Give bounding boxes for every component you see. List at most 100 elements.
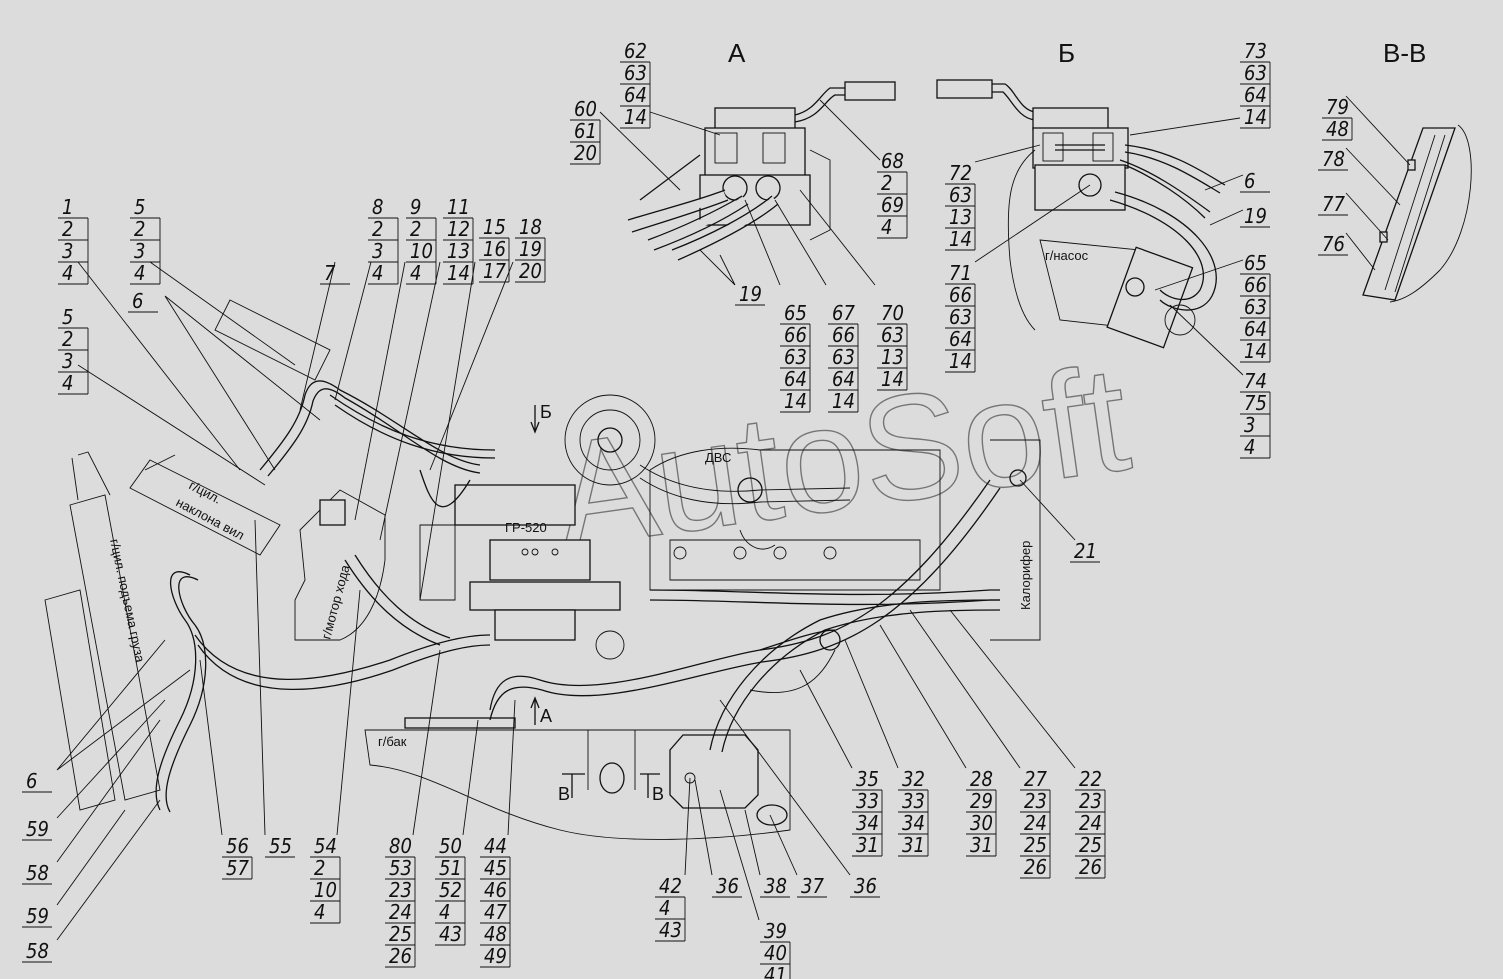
- callout-number: 4: [62, 371, 73, 395]
- callout-number: 2: [134, 217, 145, 241]
- callout-number: 14: [949, 227, 972, 251]
- callout-number: 2: [372, 217, 383, 241]
- callout-number: 68: [881, 149, 904, 173]
- callout-number: 48: [1326, 117, 1349, 141]
- callout-number: 39: [764, 919, 787, 943]
- callout-number: 50: [439, 834, 462, 858]
- callout-number: 13: [447, 239, 470, 263]
- callout-number: 3: [134, 239, 145, 263]
- callout-number: 3: [62, 349, 73, 373]
- label-pump: г/насос: [1045, 248, 1089, 263]
- callout-c7: 7: [320, 261, 350, 285]
- callout-number: 9: [410, 195, 421, 219]
- callout-number: 58: [26, 861, 49, 885]
- drain-plug: [756, 804, 788, 826]
- callout-number: 34: [902, 811, 925, 835]
- callout-c19a: 19: [735, 282, 765, 306]
- callout-number: 14: [949, 349, 972, 373]
- callout-number: 34: [856, 811, 879, 835]
- callout-number: 3: [62, 239, 73, 263]
- callout-number: 45: [484, 856, 507, 880]
- view-a: А: [627, 38, 896, 261]
- callout-number: 20: [574, 141, 597, 165]
- callout-number: 63: [624, 61, 647, 85]
- callout-number: 64: [784, 367, 807, 391]
- callout-number: 20: [519, 259, 542, 283]
- callout-number: 69: [881, 193, 904, 217]
- callout-number: 30: [970, 811, 993, 835]
- callout-number: 58: [26, 939, 49, 963]
- label-engine: ДВС: [705, 450, 731, 465]
- callout-number: 32: [902, 767, 925, 791]
- callout-number: 63: [1244, 61, 1267, 85]
- callout-number: 52: [439, 878, 462, 902]
- label-heater: Калорифер: [1018, 541, 1033, 610]
- callout-number: 13: [949, 205, 972, 229]
- callout-number: 66: [784, 323, 807, 347]
- callout-number: 47: [484, 900, 507, 924]
- callout-number: 42: [659, 874, 682, 898]
- callout-number: 14: [881, 367, 904, 391]
- callout-number: 4: [314, 900, 325, 924]
- engine-pulley: [597, 427, 623, 453]
- callout-number: 76: [1322, 232, 1345, 256]
- callout-number: 24: [389, 900, 412, 924]
- callout-number: 66: [832, 323, 855, 347]
- callout-number: 70: [881, 301, 904, 325]
- callout-number: 74: [1244, 369, 1267, 393]
- callout-number: 14: [1244, 339, 1267, 363]
- callout-c58a: 58: [22, 861, 52, 885]
- view-a-title: А: [728, 38, 746, 68]
- callout-number: 77: [1322, 192, 1345, 216]
- callout-number: 6: [1244, 169, 1255, 193]
- callout-number: 62: [624, 39, 647, 63]
- callout-number: 56: [226, 834, 249, 858]
- callout-number: 44: [484, 834, 507, 858]
- callout-number: 2: [62, 327, 73, 351]
- callout-number: 15: [483, 215, 506, 239]
- callout-number: 4: [1244, 435, 1255, 459]
- callout-number: 19: [1244, 204, 1267, 228]
- valve-block-b: [1032, 127, 1129, 169]
- callout-number: 23: [389, 878, 412, 902]
- callout-number: 10: [314, 878, 337, 902]
- lift-cylinder-2: [44, 589, 116, 811]
- view-b: Б г/насос: [936, 38, 1226, 349]
- callout-c59b: 59: [22, 904, 52, 928]
- callout-number: 31: [856, 833, 879, 857]
- callout-number: 25: [1079, 833, 1102, 857]
- callout-number: 21: [1074, 539, 1097, 563]
- callout-number: 43: [439, 922, 462, 946]
- callout-number: 65: [1244, 251, 1267, 275]
- callout-number: 6: [132, 289, 143, 313]
- view-a-marker: А: [540, 706, 552, 726]
- bracket: [1362, 127, 1456, 301]
- callout-c77: 77: [1318, 192, 1348, 216]
- callout-number: 72: [949, 161, 972, 185]
- callout-c58b: 58: [22, 939, 52, 963]
- callout-number: 53: [389, 856, 412, 880]
- callout-number: 54: [314, 834, 337, 858]
- leader-lines: [56, 95, 1411, 941]
- callout-number: 64: [832, 367, 855, 391]
- callout-number: 28: [970, 767, 993, 791]
- callout-number: 7: [324, 261, 336, 285]
- callout-number: 33: [856, 789, 879, 813]
- callout-number: 4: [134, 261, 145, 285]
- callout-c78: 78: [1318, 147, 1348, 171]
- callout-number: 60: [574, 97, 597, 121]
- callout-number: 2: [314, 856, 325, 880]
